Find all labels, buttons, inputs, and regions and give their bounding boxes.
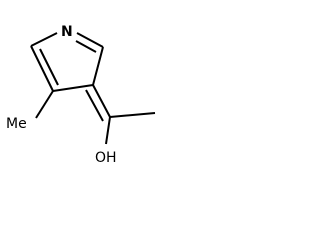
bond-c-oh bbox=[105, 116, 111, 145]
hydroxyl-label: OH bbox=[95, 150, 117, 166]
bond-c3-c4 bbox=[52, 84, 94, 92]
bond-c2-c3-double bbox=[39, 48, 59, 86]
bond-c5-n bbox=[76, 32, 104, 48]
nitrogen-label: N bbox=[61, 24, 73, 40]
bond-n-c2 bbox=[30, 32, 58, 47]
bond-c4-exocyclic bbox=[92, 84, 111, 118]
bond-c2-c3 bbox=[30, 45, 54, 92]
ring-bonds bbox=[30, 32, 104, 92]
chemical-structure: N Me OH bbox=[6, 24, 156, 166]
bond-alkene-methyl bbox=[109, 112, 156, 118]
bond-c5-n-double bbox=[75, 40, 97, 53]
bond-c4-exocyclic-double bbox=[85, 89, 104, 122]
bond-c4-c5 bbox=[92, 46, 104, 86]
bond-c3-methyl bbox=[35, 90, 54, 119]
methyl-label: Me bbox=[6, 116, 27, 132]
